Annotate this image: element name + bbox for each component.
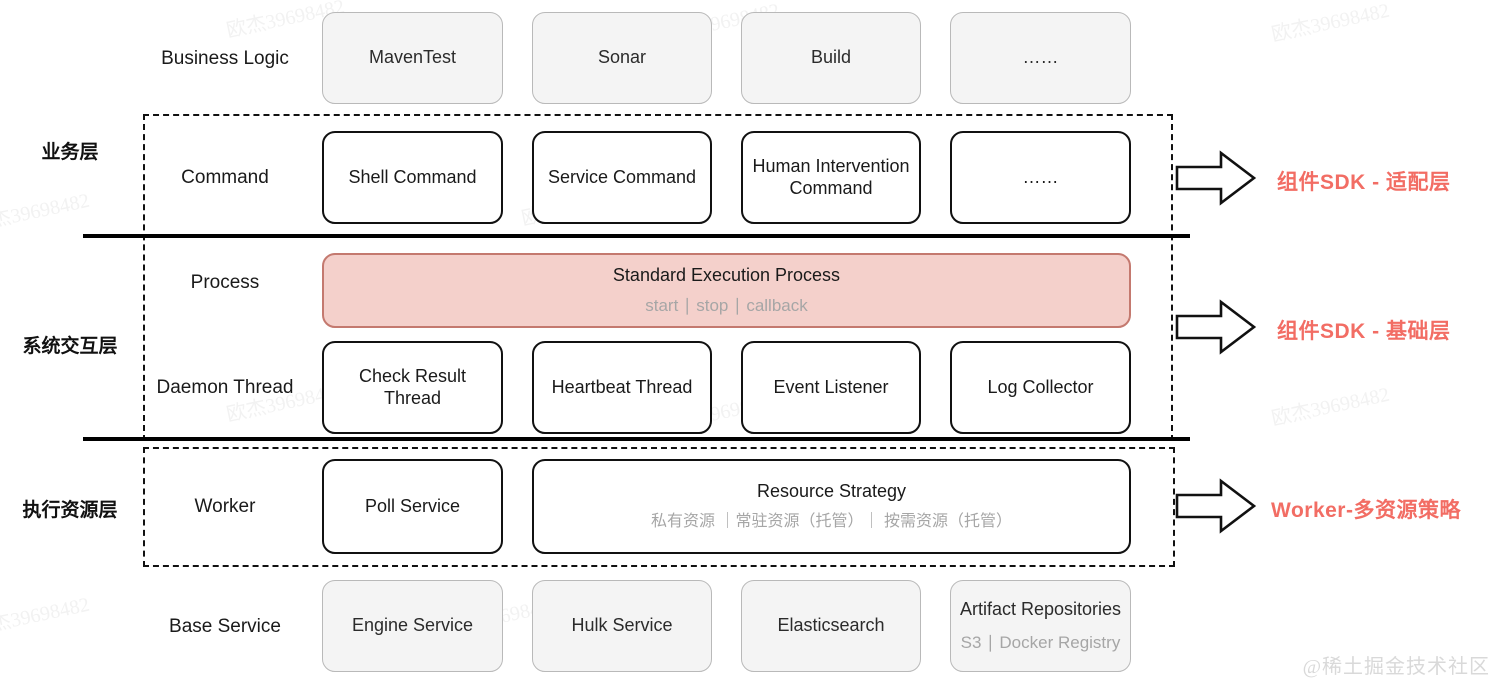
layer-label-system: 系统交互层 <box>22 336 118 357</box>
node-elasticsearch[interactable]: Elasticsearch <box>741 580 921 672</box>
node-artifact-repositories[interactable]: Artifact Repositories S3 ∣ Docker Regist… <box>950 580 1131 672</box>
callout-arrow-adapter-icon <box>1175 150 1257 206</box>
callout-arrow-worker-icon <box>1175 478 1257 534</box>
layer-label-business: 业务层 <box>41 142 99 163</box>
node-title: Check Result Thread <box>358 365 467 408</box>
row-label-daemon-thread: Daemon Thread <box>156 377 294 398</box>
node-heartbeat-thread[interactable]: Heartbeat Thread <box>532 341 712 434</box>
node-title: MavenTest <box>368 47 457 68</box>
node-title: Shell Command <box>348 166 477 187</box>
node-title: Elasticsearch <box>777 615 885 636</box>
callout-label-worker-strategy: Worker-多资源策略 <box>1271 499 1461 522</box>
node-title: …… <box>1022 47 1059 68</box>
callout-label-foundation: 组件SDK - 基础层 <box>1277 320 1451 343</box>
node-standard-execution-process[interactable]: Standard Execution Process start ∣ stop … <box>322 253 1131 328</box>
node-title: Hulk Service <box>571 615 673 636</box>
row-label-process: Process <box>190 272 260 293</box>
node-title: Log Collector <box>987 376 1094 397</box>
node-subtitle: S3 ∣ Docker Registry <box>960 632 1121 652</box>
node-title: Standard Execution Process <box>612 264 841 285</box>
node-human-intervention-command[interactable]: Human Intervention Command <box>741 131 921 224</box>
node-title: Event Listener <box>773 376 889 397</box>
node-check-result-thread[interactable]: Check Result Thread <box>322 341 503 434</box>
node-build[interactable]: Build <box>741 12 921 104</box>
node-poll-service[interactable]: Poll Service <box>322 459 503 554</box>
node-subtitle: start ∣ stop ∣ callback <box>645 295 808 315</box>
node-title: Poll Service <box>364 495 461 516</box>
watermark-tile: 欧杰39698482 <box>1269 383 1392 431</box>
row-label-worker: Worker <box>194 496 256 517</box>
node-subtitle: 私有资源 ｜常驻资源（托管）｜ 按需资源（托管） <box>651 513 1012 531</box>
node-title: Service Command <box>547 166 697 187</box>
node-title: Sonar <box>597 47 647 68</box>
watermark-tile: 欧杰39698482 <box>1269 0 1392 47</box>
node-shell-command[interactable]: Shell Command <box>322 131 503 224</box>
node-maventest[interactable]: MavenTest <box>322 12 503 104</box>
node-title: Engine Service <box>351 615 474 636</box>
node-hulk-service[interactable]: Hulk Service <box>532 580 712 672</box>
watermark-tile: 欧杰39698482 <box>0 189 92 237</box>
layer-label-resource: 执行资源层 <box>22 500 118 521</box>
node-sonar[interactable]: Sonar <box>532 12 712 104</box>
node-engine-service[interactable]: Engine Service <box>322 580 503 672</box>
node-log-collector[interactable]: Log Collector <box>950 341 1131 434</box>
node-command-more[interactable]: …… <box>950 131 1131 224</box>
node-title: Heartbeat Thread <box>551 376 693 397</box>
row-label-base-service: Base Service <box>169 616 281 637</box>
node-title: Build <box>810 47 852 68</box>
row-label-command: Command <box>181 167 269 188</box>
node-title: …… <box>1022 166 1059 187</box>
watermark-tile: 欧杰39698482 <box>0 593 92 641</box>
node-service-command[interactable]: Service Command <box>532 131 712 224</box>
node-resource-strategy[interactable]: Resource Strategy 私有资源 ｜常驻资源（托管）｜ 按需资源（托… <box>532 459 1131 554</box>
node-business-logic-more[interactable]: …… <box>950 12 1131 104</box>
node-title: Resource Strategy <box>756 481 907 502</box>
node-title: Human Intervention Command <box>752 155 910 198</box>
node-event-listener[interactable]: Event Listener <box>741 341 921 434</box>
row-label-business-logic: Business Logic <box>161 48 289 69</box>
separator-business-system <box>83 234 1190 238</box>
dashed-group-worker <box>143 447 1175 567</box>
callout-label-adapter: 组件SDK - 适配层 <box>1277 171 1451 194</box>
callout-arrow-foundation-icon <box>1175 299 1257 355</box>
separator-system-resource <box>83 437 1190 441</box>
node-title: Artifact Repositories <box>959 598 1122 619</box>
brand-watermark: @稀土掘金技术社区 <box>1302 656 1490 678</box>
